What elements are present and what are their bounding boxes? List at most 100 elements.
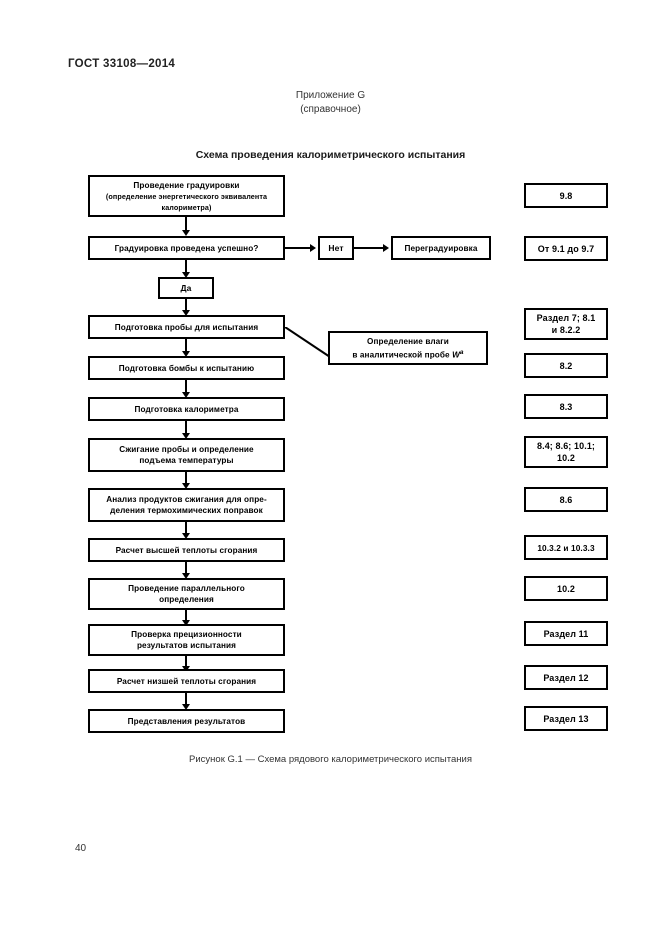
node-calibration-line2: (определение энергетического эквивалента (105, 191, 268, 201)
appendix-heading: Приложение G (справочное) (0, 89, 661, 117)
ref-box-sample-prep: Раздел 7; 8.1 и 8.2.2 (524, 308, 608, 340)
connector-net-calc-to-report (185, 693, 187, 706)
ref-box-calorimeter-prep: 8.3 (524, 394, 608, 419)
node-parallel-determination-line2: определения (159, 595, 214, 604)
node-products-analysis: Анализ продуктов сжигания для опре- деле… (88, 488, 285, 522)
ref-box-parallel-determination: 10.2 (524, 576, 608, 601)
ref-calibration-check-line1: От 9.1 до 9.7 (537, 243, 595, 254)
node-moisture-line2: в аналитической пробе Wa (333, 347, 483, 361)
arrow-sample-prep-to-bomb-prep (182, 351, 190, 357)
ref-box-precision-check: Раздел 11 (524, 621, 608, 646)
node-moisture-line1: Определение влаги (367, 336, 449, 346)
ref-box-calibration: 9.8 (524, 183, 608, 208)
node-calibration-check-line1: Градуировка проведена успешно? (114, 243, 259, 253)
connector-gross-calc-to-parallel (185, 562, 187, 575)
ref-products-analysis-line1: 8.6 (559, 494, 573, 505)
ref-box-net-calc: Раздел 12 (524, 665, 608, 690)
node-calibration-check: Градуировка проведена успешно? (88, 236, 285, 260)
ref-precision-check-line1: Раздел 11 (543, 628, 589, 639)
node-bomb-prep-label: Подготовка бомбы к испытанию (118, 363, 255, 373)
node-net-calorific-calc: Расчет низшей теплоты сгорания (88, 669, 285, 693)
node-calibration: Проведение градуировки (определение энер… (88, 175, 285, 217)
node-combustion: Сжигание пробы и определение подъема тем… (88, 438, 285, 472)
connector-sample-prep-to-moisture (285, 327, 330, 358)
connector-yes-to-sample-prep (185, 299, 187, 313)
arrow-check-to-yes (182, 272, 190, 278)
node-moisture-line2-text: в аналитической пробе (352, 350, 453, 360)
node-parallel-determination: Проведение параллельного определения (88, 578, 285, 610)
node-combustion-line2: подъема температуры (139, 456, 234, 465)
ref-calibration-line1: 9.8 (559, 190, 573, 201)
arrow-check-to-no (310, 244, 316, 252)
connector-products-analysis-to-gross-calc (185, 522, 187, 535)
ref-box-report: Раздел 13 (524, 706, 608, 731)
arrow-calorimeter-prep-to-combustion (182, 433, 190, 439)
connector-bomb-prep-to-calorimeter-prep (185, 380, 187, 394)
node-bomb-prep: Подготовка бомбы к испытанию (88, 356, 285, 380)
arrow-parallel-to-precision (182, 620, 190, 626)
appendix-kind: (справочное) (300, 104, 361, 115)
node-gross-calorific-calc: Расчет высшей теплоты сгорания (88, 538, 285, 562)
node-precision-check-line2: результатов испытания (136, 641, 237, 650)
node-calorimeter-prep-label: Подготовка калориметра (134, 404, 239, 414)
node-combustion-line1: Сжигание пробы и определение (119, 445, 254, 454)
scheme-title: Схема проведения калориметрического испы… (195, 149, 466, 161)
node-calibration-line1: Проведение градуировки (133, 180, 240, 190)
node-products-analysis-line2: деления термохимических поправок (110, 506, 263, 515)
node-sample-prep: Подготовка пробы для испытания (88, 315, 285, 339)
ref-box-combustion: 8.4; 8.6; 10.1; 10.2 (524, 436, 608, 468)
ref-sample-prep-line1: Раздел 7; 8.1 (536, 313, 596, 323)
ref-net-calc-line1: Раздел 12 (543, 672, 589, 683)
node-yes-label: Да (180, 282, 192, 293)
arrow-bomb-prep-to-calorimeter-prep (182, 392, 190, 398)
ref-box-products-analysis: 8.6 (524, 487, 608, 512)
node-moisture-determination: Определение влаги в аналитической пробе … (328, 331, 488, 365)
ref-bomb-prep-line1: 8.2 (559, 360, 573, 371)
node-results-report-label: Представления результатов (127, 716, 246, 726)
arrow-calibration-to-check (182, 230, 190, 236)
node-precision-check-line1: Проверка прецизионности (131, 630, 242, 639)
node-calorimeter-prep: Подготовка калориметра (88, 397, 285, 421)
page-number: 40 (75, 843, 87, 854)
ref-box-bomb-prep: 8.2 (524, 353, 608, 378)
ref-gross-calc-line1: 10.3.2 и 10.3.3 (537, 542, 595, 553)
node-parallel-determination-line1: Проведение параллельного (128, 584, 245, 593)
node-no-label: Нет (328, 242, 344, 253)
figure-caption: Рисунок G.1 — Схема рядового калориметри… (189, 754, 472, 765)
node-calibration-line3: калориметра) (161, 202, 212, 212)
ref-parallel-determination-line1: 10.2 (557, 583, 575, 594)
ref-report-line1: Раздел 13 (543, 713, 589, 724)
ref-combustion-line2: 10.2 (557, 453, 575, 463)
appendix-label: Приложение G (295, 90, 366, 101)
node-sample-prep-label: Подготовка пробы для испытания (114, 322, 259, 332)
connector-calorimeter-prep-to-combustion (185, 421, 187, 435)
connector-check-to-no (285, 247, 311, 249)
node-moisture-symbol: W (452, 350, 460, 360)
connector-check-to-yes (185, 260, 187, 275)
document-standard-code: ГОСТ 33108—2014 (68, 58, 176, 70)
node-no: Нет (318, 236, 354, 260)
connector-calibration-to-check (185, 217, 187, 232)
connector-precision-to-net-calc (185, 656, 187, 668)
arrow-net-calc-to-report (182, 704, 190, 710)
node-products-analysis-line1: Анализ продуктов сжигания для опре- (106, 495, 267, 504)
node-yes: Да (158, 277, 214, 299)
ref-box-gross-calc: 10.3.2 и 10.3.3 (524, 535, 608, 560)
arrow-combustion-to-products-analysis (182, 483, 190, 489)
node-net-calorific-calc-label: Расчет низшей теплоты сгорания (116, 676, 257, 686)
ref-combustion-line1: 8.4; 8.6; 10.1; (536, 441, 596, 451)
connector-sample-prep-to-bomb-prep (185, 339, 187, 353)
node-gross-calorific-calc-label: Расчет высшей теплоты сгорания (115, 545, 258, 555)
arrow-gross-calc-to-parallel (182, 573, 190, 579)
connector-combustion-to-products-analysis (185, 472, 187, 485)
node-recalibration-label: Переградуировка (404, 243, 478, 253)
node-moisture-superscript: a (459, 348, 464, 356)
ref-box-calibration-check: От 9.1 до 9.7 (524, 236, 608, 261)
arrow-no-to-recalibration (383, 244, 389, 252)
connector-parallel-to-precision (185, 610, 187, 622)
arrow-products-analysis-to-gross-calc (182, 533, 190, 539)
arrow-yes-to-sample-prep (182, 310, 190, 316)
ref-sample-prep-line2: и 8.2.2 (551, 325, 581, 335)
node-recalibration: Переградуировка (391, 236, 491, 260)
